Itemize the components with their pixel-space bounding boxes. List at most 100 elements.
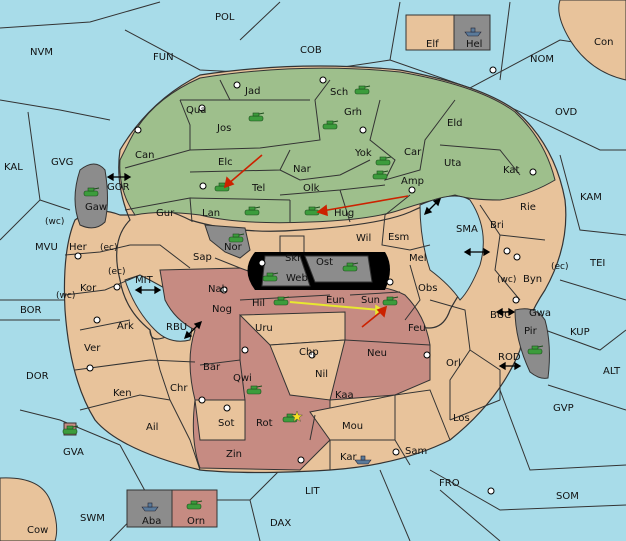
coast-tag-wc-byn: (wc) — [497, 275, 516, 285]
land-label-lan: Lan — [202, 208, 220, 219]
region-elf[interactable] — [405, 14, 455, 51]
land-label-jos: Jos — [216, 123, 231, 134]
land-label-sam: Sam — [405, 446, 427, 457]
land-label-nar: Nar — [293, 164, 312, 175]
land-label-skr: Skr — [285, 253, 302, 264]
sea-label-tei: TEI — [589, 258, 605, 269]
land-label-ost: Ost — [316, 257, 333, 268]
land-label-tel: Tel — [251, 183, 265, 194]
province-borders — [64, 79, 546, 471]
land-label-qua: Qua — [186, 105, 206, 116]
region-pir[interactable] — [514, 308, 550, 379]
order-arrow-amp-hug — [316, 195, 409, 217]
land-label-wil: Wil — [356, 233, 371, 244]
strait-arrow-bri — [423, 197, 442, 216]
land-label-gur: Gur — [156, 208, 175, 219]
land-label-ail: Ail — [146, 422, 158, 433]
land-labels: Con Elf Hel Cow Aba Orn Jad Sch Qua Jos … — [27, 37, 613, 536]
retreat-marker-gva — [62, 422, 79, 436]
coast-tag-ec-her: (ec) — [100, 243, 118, 253]
sea-labels: POL NVM FUN COB NOM OVD KAL GVG GOR KAM … — [4, 12, 621, 529]
land-label-amp: Amp — [401, 176, 424, 187]
sea-label-lit: LIT — [305, 486, 321, 497]
land-label-qwi: Qwi — [233, 373, 252, 384]
sea-label-gva: GVA — [63, 447, 84, 458]
sea-label-fun: FUN — [153, 52, 174, 63]
land-label-uta: Uta — [444, 158, 461, 169]
sea-label-kam: KAM — [580, 192, 602, 203]
order-arrows — [223, 154, 409, 328]
strait-arrow-gor — [106, 172, 132, 182]
land-label-mel: Mel — [409, 253, 427, 264]
land-label-kor: Kor — [80, 283, 97, 294]
sea-label-kup: KUP — [570, 327, 590, 338]
land-label-hil: Hil — [252, 298, 265, 309]
land-label-web: Web — [286, 273, 308, 284]
order-arrow-elc-tel — [223, 154, 263, 189]
land-label-olk: Olk — [303, 183, 320, 194]
land-label-orn: Orn — [187, 516, 205, 527]
sea-label-alt: ALT — [603, 366, 621, 377]
land-label-sot: Sot — [218, 418, 234, 429]
land-label-ark: Ark — [117, 321, 134, 332]
region-cow[interactable] — [0, 477, 58, 541]
order-arrow-feu-sun — [361, 305, 388, 328]
land-label-feu: Feu — [408, 323, 426, 334]
land-label-elf: Elf — [426, 39, 439, 50]
sea-label-mvu: MVU — [35, 242, 58, 253]
land-label-her: Her — [69, 242, 88, 253]
land-label-kaa: Kaa — [335, 390, 354, 401]
land-label-kar: Kar — [340, 452, 358, 463]
sea-label-buc: BUC — [490, 310, 511, 321]
sea-label-ovd: OVD — [555, 107, 578, 118]
land-label-byn: Byn — [523, 274, 542, 285]
land-label-bar: Bar — [203, 362, 221, 373]
land-label-zin: Zin — [226, 449, 242, 460]
land-label-jad: Jad — [244, 86, 260, 97]
land-label-gaw: Gaw — [85, 202, 107, 213]
sea-label-kal: KAL — [4, 162, 23, 173]
land-label-esm: Esm — [388, 232, 409, 243]
land-label-ver: Ver — [84, 343, 101, 354]
land-label-aba: Aba — [142, 516, 161, 527]
land-label-grh: Grh — [344, 107, 362, 118]
strait-arrow-rod — [498, 361, 522, 371]
land-label-mou: Mou — [342, 421, 363, 432]
land-label-kat: Kat — [503, 165, 520, 176]
strait-arrows — [106, 172, 522, 371]
coast-tag-ec-kor: (ec) — [108, 267, 126, 277]
land-label-gwa: Gwa — [529, 308, 551, 319]
sea-label-pol: POL — [215, 12, 235, 23]
star-icon — [290, 410, 304, 423]
land-label-eun: Eun — [326, 295, 345, 306]
region-chp-nil[interactable] — [269, 339, 346, 401]
region-nor[interactable] — [204, 224, 251, 259]
strait-arrow-buc — [495, 307, 516, 317]
sea-label-nvm: NVM — [30, 47, 53, 58]
land-label-hug: Hug — [334, 208, 354, 219]
sea-label-fro: FRO — [439, 478, 460, 489]
region-con[interactable] — [558, 0, 626, 81]
sea-label-cob: COB — [300, 45, 322, 56]
sea-label-dax: DAX — [270, 518, 291, 529]
land-label-sch: Sch — [330, 87, 348, 98]
land-label-ken: Ken — [113, 388, 132, 399]
sea-label-sma: SMA — [456, 224, 478, 235]
region-ost[interactable] — [304, 255, 373, 283]
supply-centers — [74, 66, 537, 495]
sea-label-mit: MIT — [135, 275, 154, 286]
strait-arrow-rbu — [183, 320, 203, 340]
land-label-los: Los — [453, 413, 470, 424]
sea-label-som: SOM — [556, 491, 579, 502]
sma-bay — [419, 195, 484, 301]
land-label-nab: Nab — [208, 284, 228, 295]
land-label-nor: Nor — [224, 242, 243, 253]
sea-label-gor: GOR — [107, 182, 130, 193]
coast-tags: (wc) (ec) (ec) (wc) (wc) (ec) — [45, 217, 569, 301]
land-label-yok: Yok — [354, 148, 372, 159]
region-sot[interactable] — [194, 399, 246, 441]
land-label-car: Car — [404, 147, 422, 158]
